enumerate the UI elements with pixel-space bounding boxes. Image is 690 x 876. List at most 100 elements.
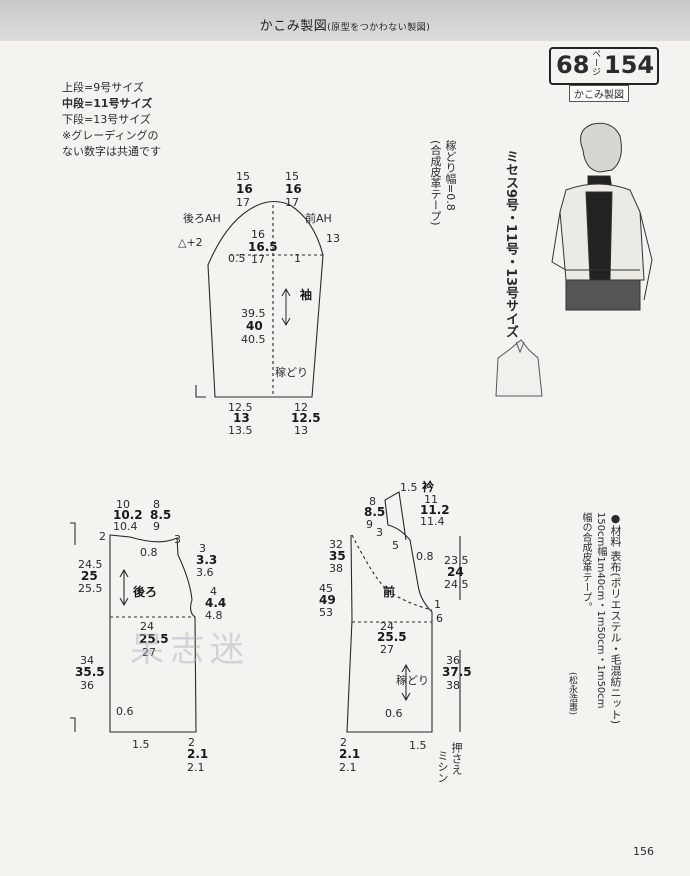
header-subtitle: (原型をつかわない製図) bbox=[327, 23, 431, 33]
sleeve-top-right-13: 17 bbox=[285, 196, 299, 209]
sleeve-top-right-11: 16 bbox=[285, 182, 302, 196]
front-left1-9: 32 bbox=[329, 538, 343, 551]
size-label: ミセス9号・11号・13号サイズ bbox=[503, 150, 518, 339]
sleeve-bottom-left-13: 13.5 bbox=[228, 424, 253, 437]
back-bottom-11: 2.1 bbox=[187, 747, 208, 761]
front-left1-13: 38 bbox=[329, 562, 343, 575]
front-right1-11: 24 bbox=[447, 565, 464, 579]
front-collar-name: 衿 bbox=[422, 479, 434, 494]
back-left1-9: 24.5 bbox=[78, 558, 103, 571]
front-bottom-15: 1.5 bbox=[409, 739, 427, 752]
materials-credit: (松永浩惠) bbox=[567, 672, 577, 716]
sleeve-top-left-9: 15 bbox=[236, 170, 250, 183]
front-six: 6 bbox=[436, 612, 443, 625]
front-left2-11: 49 bbox=[319, 593, 336, 607]
legend-line-2: 中段=11号サイズ bbox=[62, 97, 153, 110]
size-legend: 上段=9号サイズ 中段=11号サイズ 下段=13号サイズ ※グレーディングの な… bbox=[62, 80, 161, 160]
sleeve-top-left-13: 17 bbox=[236, 196, 250, 209]
back-bottom-13: 2.1 bbox=[187, 761, 205, 774]
front-hem: 0.6 bbox=[385, 707, 403, 720]
materials-line-3: 幅の合成皮革テープ。 bbox=[580, 512, 591, 612]
back-body-pattern bbox=[70, 522, 197, 733]
legend-line-5: ない数字は共通です bbox=[62, 145, 161, 158]
sleeve-bottom-right-9: 12 bbox=[294, 401, 308, 414]
back-top-a-13: 10.4 bbox=[113, 520, 138, 533]
back-top-b-13: 9 bbox=[153, 520, 160, 533]
sleeve-top-right-9: 15 bbox=[285, 170, 299, 183]
header-main: かこみ製図 bbox=[259, 19, 328, 34]
sleeve-bottom-left-9: 12.5 bbox=[228, 401, 253, 414]
ref-page-word: ページ bbox=[590, 49, 600, 76]
back-name: 後ろ bbox=[133, 584, 157, 599]
back-left2-13: 36 bbox=[80, 679, 94, 692]
front-binding: 稼どり bbox=[396, 673, 429, 687]
front-left1-11: 35 bbox=[329, 549, 346, 563]
back-top-b-9: 8 bbox=[153, 498, 160, 511]
sleeve-cap-13: 17 bbox=[251, 253, 265, 266]
sleeve-cap-9: 16 bbox=[251, 228, 265, 241]
front-one: 1 bbox=[434, 598, 441, 611]
back-width-11: 25.5 bbox=[139, 632, 169, 646]
front-right2-9: 36 bbox=[446, 654, 460, 667]
front-collar-9: 11 bbox=[424, 493, 438, 506]
watermark: 呆志迷 bbox=[130, 630, 250, 670]
back-d08: 0.8 bbox=[140, 546, 158, 559]
front-name: 前 bbox=[383, 584, 395, 599]
legend-line-4: ※グレーディングの bbox=[62, 129, 159, 142]
front-left2-9: 45 bbox=[319, 582, 333, 595]
sleeve-pattern bbox=[195, 200, 325, 398]
front-right2-13: 38 bbox=[446, 679, 460, 692]
front-collar-13: 11.4 bbox=[420, 515, 445, 528]
back-top-b-11: 8.5 bbox=[150, 508, 171, 522]
front-bottom-9: 2 bbox=[340, 736, 347, 749]
back-top-a-9: 10 bbox=[116, 498, 130, 511]
front-width-11: 25.5 bbox=[377, 630, 407, 644]
front-bottom-11: 2.1 bbox=[339, 747, 360, 761]
sleeve-len-13: 40.5 bbox=[241, 333, 266, 346]
materials-line-2: 150cm幅1m40cm・1m50cm・1m50cm bbox=[595, 512, 606, 709]
front-top-13: 9 bbox=[366, 518, 373, 531]
back-width-9: 24 bbox=[140, 620, 154, 633]
back-bottom-15: 1.5 bbox=[132, 738, 150, 751]
sleeve-right-13: 13 bbox=[326, 232, 340, 245]
back-bottom-9: 2 bbox=[188, 736, 195, 749]
ref-label: かこみ製図 bbox=[569, 85, 629, 102]
header-band bbox=[0, 0, 690, 41]
front-left2-13: 53 bbox=[319, 606, 333, 619]
front-collar-a: 1.5 bbox=[400, 481, 418, 494]
binding-note-tape: (合成皮革テープ) bbox=[429, 140, 442, 226]
front-press: 押さえ bbox=[450, 742, 463, 775]
front-top-9: 8 bbox=[369, 495, 376, 508]
back-width-13: 27 bbox=[142, 646, 156, 659]
front-right1-9: 23.5 bbox=[444, 554, 469, 567]
back-left2-11: 35.5 bbox=[75, 665, 105, 679]
back-left2-9: 34 bbox=[80, 654, 94, 667]
front-right1-13: 24.5 bbox=[444, 578, 469, 591]
page-number: 156 bbox=[633, 845, 654, 858]
sleeve-len-9: 39.5 bbox=[241, 307, 266, 320]
materials-line-1: ●材料 表布(ポリエステル・毛混紡ニット) bbox=[609, 512, 622, 725]
back-right2-11: 4.4 bbox=[205, 596, 226, 610]
page-reference-box: 68 ページ 154 かこみ製図 bbox=[549, 47, 659, 102]
flat-sketch bbox=[495, 339, 543, 397]
back-right2-13: 4.8 bbox=[205, 609, 223, 622]
sleeve-len-11: 40 bbox=[246, 319, 263, 333]
sleeve-binding: 稼どり bbox=[275, 365, 308, 379]
ref-page-right: 154 bbox=[604, 51, 655, 79]
sleeve-back-ah: 後ろAH bbox=[183, 211, 221, 225]
back-neck: 2 bbox=[99, 530, 106, 543]
back-right1-9: 3 bbox=[199, 542, 206, 555]
sleeve-cap-11: 16.5 bbox=[248, 240, 278, 254]
front-five: 5 bbox=[392, 539, 399, 552]
front-width-9: 24 bbox=[380, 620, 394, 633]
front-width-13: 27 bbox=[380, 643, 394, 656]
sleeve-delta: △+2 bbox=[178, 236, 203, 249]
front-three: 3 bbox=[376, 526, 383, 539]
ref-page-left: 68 bbox=[556, 51, 590, 79]
legend-line-1: 上段=9号サイズ bbox=[62, 81, 144, 94]
sleeve-bottom-right-11: 12.5 bbox=[291, 411, 321, 425]
